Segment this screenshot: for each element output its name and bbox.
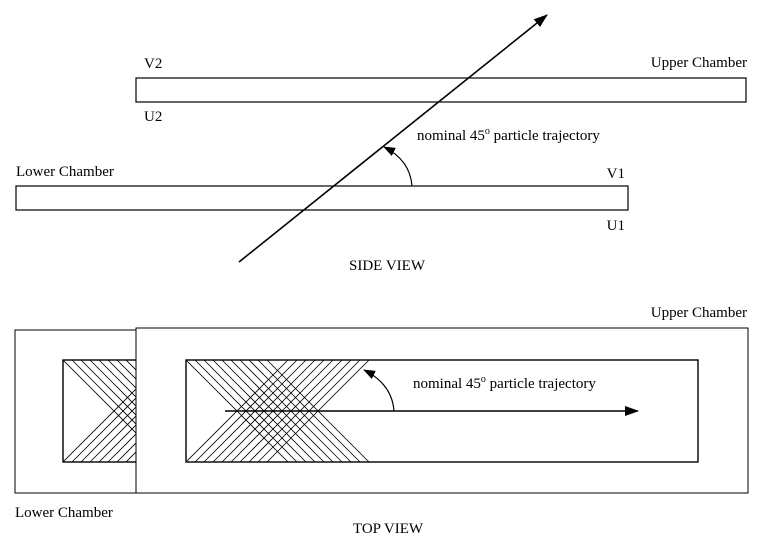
side-trajectory-arrow [238,14,548,263]
lower-chamber-wire-hatch [63,360,137,462]
lower-chamber-wire-v [98,423,137,462]
top-degree-superscript: o [481,374,486,385]
lower-chamber-wire-v [80,405,137,462]
lower-chamber-window [62,359,138,463]
lower-chamber-wire-u [89,360,137,408]
upper-chamber-side-box [135,77,747,103]
top-trajectory-text: nominal 45 [413,376,481,392]
side-trajectory-label: nominal 45o particle trajectory [417,126,600,144]
top-view: nominal 45o particle trajectory Upper Ch… [14,305,749,537]
lower-chamber-wire-u [107,360,137,390]
top-lower-chamber-label: Lower Chamber [15,505,113,521]
lower-chamber-wire-v [71,396,137,462]
lower-chamber-wire-u [98,360,137,399]
side-angle-arc [383,146,413,187]
side-upper-chamber-label: Upper Chamber [651,55,747,71]
top-view-caption: TOP VIEW [353,521,424,537]
side-trajectory-suffix: particle trajectory [490,128,600,144]
lower-chamber-wire-v [89,414,137,462]
v2-label: V2 [144,56,162,72]
side-view-caption: SIDE VIEW [349,258,426,274]
top-angle-arc [363,369,395,412]
v1-label: V1 [607,166,625,182]
side-view: V2 U2 Upper Chamber Lower Chamber V1 U1 … [15,14,747,274]
lower-chamber-side-box [15,185,629,211]
u2-label: U2 [144,109,162,125]
top-trajectory-suffix: particle trajectory [486,376,596,392]
lower-chamber-wire-v [63,387,137,462]
lower-chamber-wire-u [116,360,137,381]
top-upper-chamber-label: Upper Chamber [651,305,747,321]
top-trajectory-label: nominal 45o particle trajectory [413,374,596,392]
lower-chamber-wire-v [107,432,137,462]
side-trajectory-text: nominal 45 [417,128,485,144]
side-degree-superscript: o [485,126,490,137]
side-lower-chamber-label: Lower Chamber [16,164,114,180]
u1-label: U1 [607,218,625,234]
lower-chamber-wire-v [116,441,137,462]
